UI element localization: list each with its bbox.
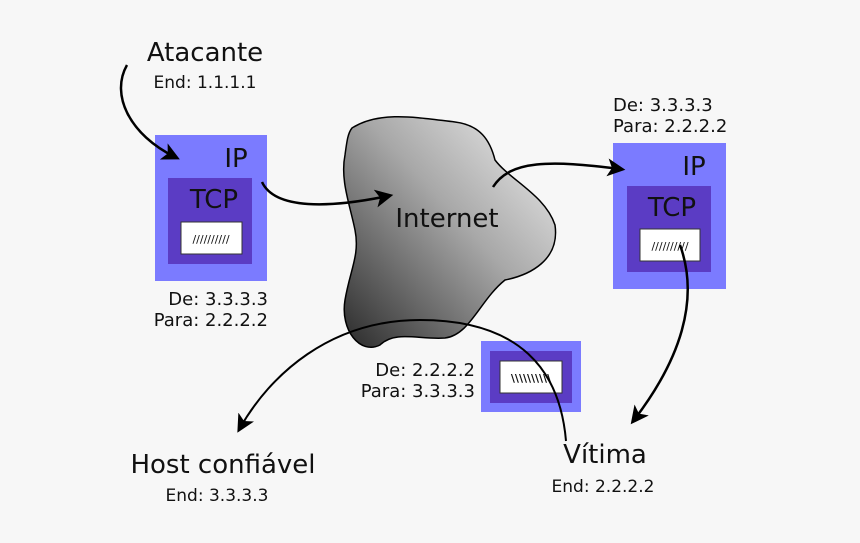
packet-left-to: Para: 2.2.2.2 <box>154 310 268 331</box>
internet-cloud <box>342 116 557 348</box>
victim-name: Vítima <box>563 440 647 470</box>
payload-left <box>180 221 243 255</box>
trusted-host-name: Host confiável <box>130 450 315 480</box>
ip-label-left: IP <box>224 144 247 174</box>
packet-right: IP TCP ////////// <box>613 143 726 289</box>
arrow-packet-to-victim <box>630 244 689 425</box>
packet-left-from: De: 3.3.3.3 <box>168 289 268 310</box>
arrow-internet-to-packet <box>491 158 626 188</box>
victim-address: End: 2.2.2.2 <box>552 477 655 497</box>
arrow-reply-to-trusted-host <box>237 318 567 442</box>
internet-label: Internet <box>395 204 498 234</box>
tcp-label-right: TCP <box>647 193 696 223</box>
payload-reply <box>499 360 563 394</box>
ip-label-right: IP <box>682 152 705 182</box>
packet-reply: \\\\\\\\\\ <box>481 341 581 412</box>
payload-text-right: ////////// <box>651 240 688 253</box>
packet-left: IP TCP ////////// <box>155 135 267 281</box>
packet-reply-from: De: 2.2.2.2 <box>375 360 475 381</box>
arrow-packet-to-internet <box>260 181 394 208</box>
packet-reply-to: Para: 3.3.3.3 <box>361 381 475 402</box>
attacker-address: End: 1.1.1.1 <box>154 73 257 93</box>
packet-right-from: De: 3.3.3.3 <box>613 95 713 116</box>
payload-text-left: ////////// <box>192 233 229 246</box>
arrow-attacker-to-packet <box>119 64 180 160</box>
attacker-name: Atacante <box>147 38 263 68</box>
tcp-label-left: TCP <box>189 185 238 215</box>
packet-right-to: Para: 2.2.2.2 <box>613 116 727 137</box>
trusted-host-address: End: 3.3.3.3 <box>166 486 269 506</box>
payload-right <box>639 228 701 262</box>
payload-text-reply: \\\\\\\\\\ <box>511 372 552 385</box>
